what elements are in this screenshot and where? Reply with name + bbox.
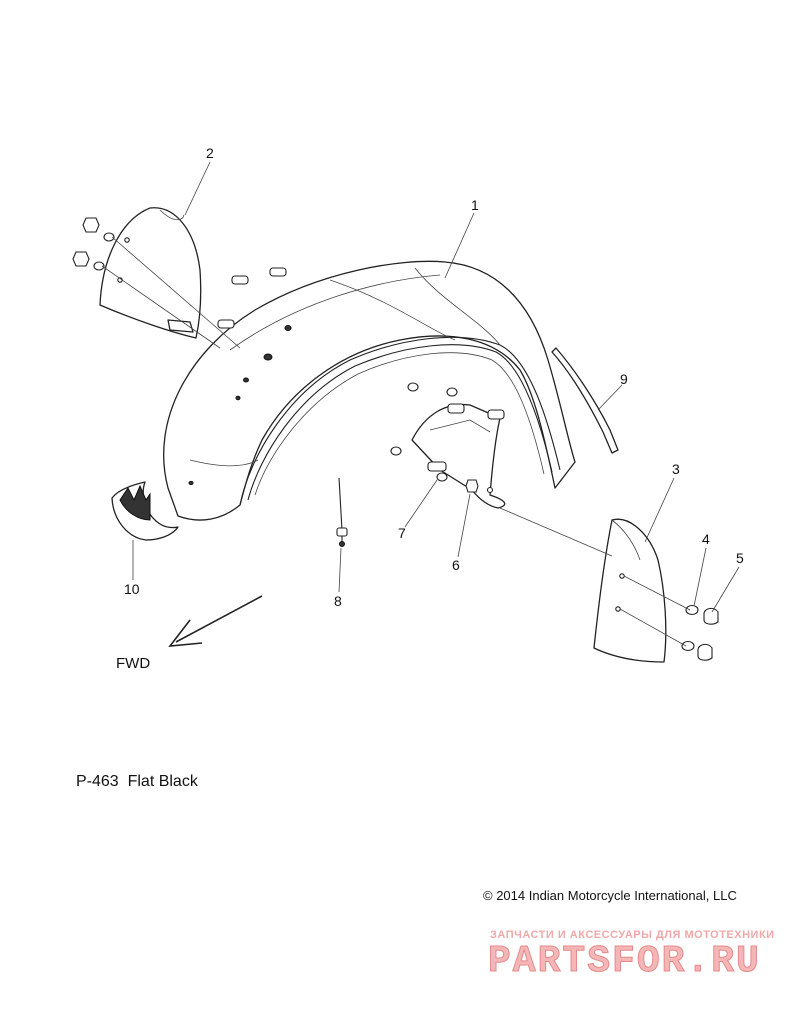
fasteners-part3 bbox=[681, 604, 719, 661]
callout-3: 3 bbox=[672, 461, 680, 477]
fender-bracket bbox=[411, 403, 506, 509]
wire-clip bbox=[336, 477, 348, 547]
watermark-tagline: ЗАПЧАСТИ И АКСЕССУАРЫ ДЛЯ МОТОТЕХНИКИ bbox=[490, 929, 775, 941]
direction-label: FWD bbox=[116, 655, 150, 672]
fasteners-part2 bbox=[72, 217, 115, 271]
trim-strip bbox=[551, 347, 619, 454]
forward-arrow-icon bbox=[168, 595, 263, 647]
fasteners-bracket bbox=[390, 382, 505, 493]
fender-main bbox=[163, 260, 576, 521]
callout-4: 4 bbox=[702, 531, 710, 547]
watermark-logo: PARTSFOR.RU bbox=[488, 940, 761, 984]
fender-tip-rear bbox=[593, 518, 667, 663]
callout-8: 8 bbox=[334, 593, 342, 609]
diagram-caption: P-463 Flat Black bbox=[76, 773, 198, 790]
callout-10: 10 bbox=[124, 581, 140, 597]
callout-2: 2 bbox=[206, 145, 214, 161]
fender-tip-front bbox=[99, 207, 202, 339]
copyright-notice: © 2014 Indian Motorcycle International, … bbox=[483, 888, 737, 903]
leader-lines bbox=[101, 161, 740, 647]
fender-emblem bbox=[111, 481, 179, 541]
callout-1: 1 bbox=[471, 197, 479, 213]
callout-6: 6 bbox=[452, 557, 460, 573]
callout-5: 5 bbox=[736, 550, 744, 566]
bolts-front bbox=[217, 267, 287, 329]
callout-7: 7 bbox=[398, 525, 406, 541]
callout-9: 9 bbox=[620, 371, 628, 387]
